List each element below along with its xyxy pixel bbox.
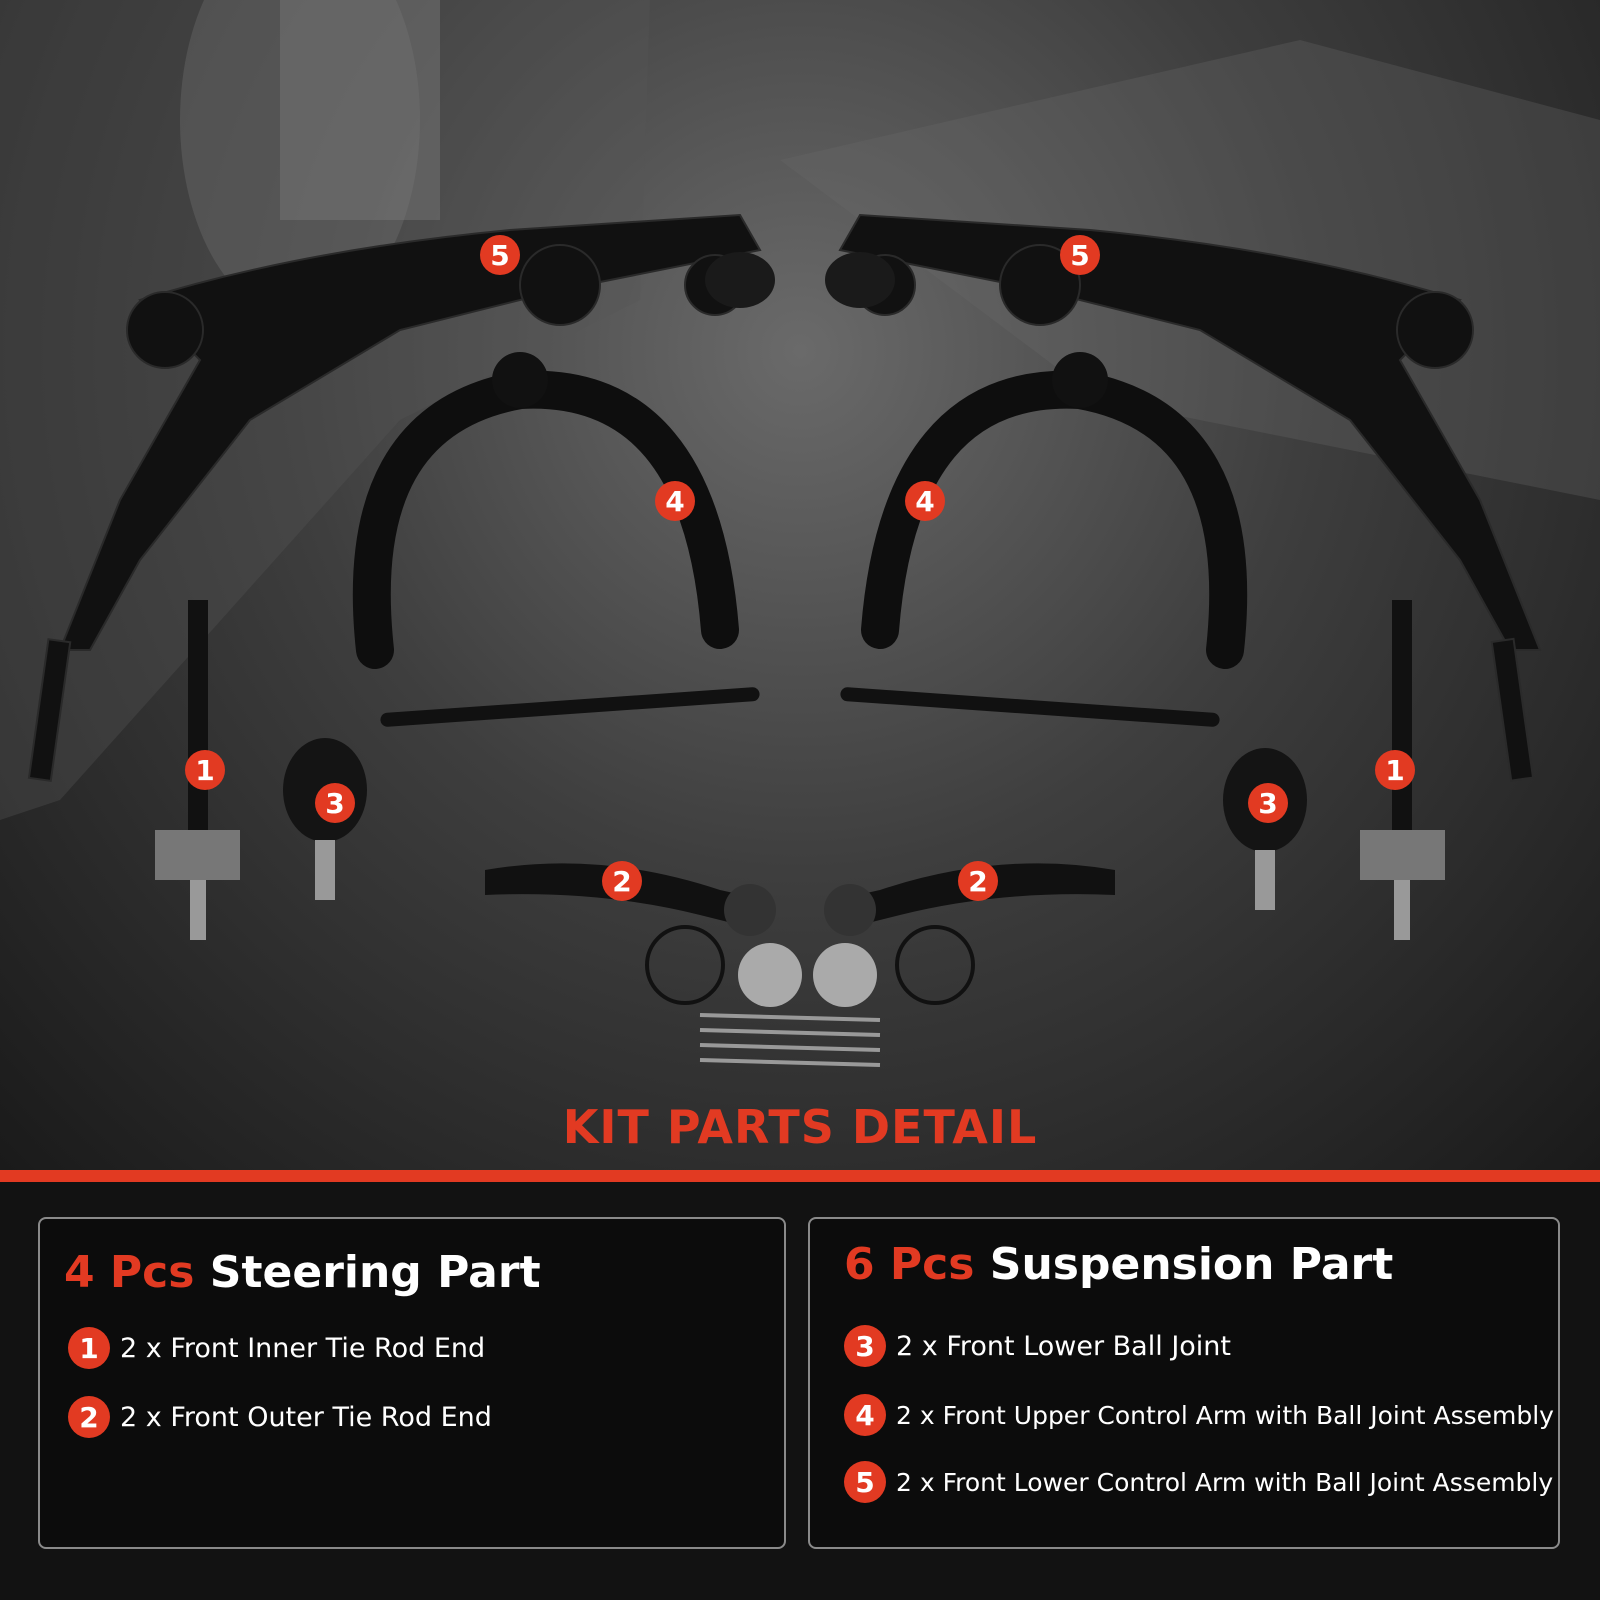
item-text: 2 x Front Lower Control Arm with Ball Jo… (896, 1467, 1554, 1497)
steering-heading: 4 Pcs Steering Part (64, 1247, 541, 1298)
list-item: 2 2 x Front Outer Tie Rod End (68, 1396, 492, 1438)
suspension-count: 6 Pcs (844, 1239, 975, 1290)
suspension-heading: 6 Pcs Suspension Part (844, 1239, 1393, 1290)
item-text: 2 x Front Inner Tie Rod End (120, 1332, 486, 1364)
callout-4-right: 4 (905, 481, 945, 521)
callout-5-left: 5 (480, 235, 520, 275)
item-text: 2 x Front Lower Ball Joint (896, 1330, 1231, 1362)
callout-2-right: 2 (958, 861, 998, 901)
suspension-label: Suspension Part (989, 1239, 1394, 1290)
steering-panel: 4 Pcs Steering Part 1 2 x Front Inner Ti… (38, 1217, 786, 1549)
item-number: 1 (68, 1327, 110, 1369)
item-number: 3 (844, 1325, 886, 1367)
callout-4-left: 4 (655, 481, 695, 521)
steering-count: 4 Pcs (64, 1247, 195, 1298)
list-item: 1 2 x Front Inner Tie Rod End (68, 1327, 485, 1369)
kit-parts-title: KIT PARTS DETAIL (562, 1100, 1038, 1154)
callout-3-right: 3 (1248, 783, 1288, 823)
callout-1-left: 1 (185, 750, 225, 790)
parts-illustration (0, 0, 1600, 1067)
item-number: 5 (844, 1461, 886, 1503)
product-photo: 5 5 4 4 1 3 1 3 2 2 KIT PARTS DETAIL (0, 0, 1600, 1170)
item-text: 2 x Front Outer Tie Rod End (120, 1401, 492, 1433)
suspension-panel: 6 Pcs Suspension Part 3 2 x Front Lower … (808, 1217, 1560, 1549)
accent-divider (0, 1170, 1600, 1182)
list-item: 3 2 x Front Lower Ball Joint (844, 1325, 1231, 1367)
callout-1-right: 1 (1375, 750, 1415, 790)
item-number: 4 (844, 1394, 886, 1436)
list-item: 4 2 x Front Upper Control Arm with Ball … (844, 1394, 1554, 1436)
callout-5-right: 5 (1060, 235, 1100, 275)
callout-2-left: 2 (602, 861, 642, 901)
list-item: 5 2 x Front Lower Control Arm with Ball … (844, 1461, 1553, 1503)
steering-label: Steering Part (209, 1247, 541, 1298)
callout-3-left: 3 (315, 783, 355, 823)
item-text: 2 x Front Upper Control Arm with Ball Jo… (896, 1400, 1554, 1430)
item-number: 2 (68, 1396, 110, 1438)
